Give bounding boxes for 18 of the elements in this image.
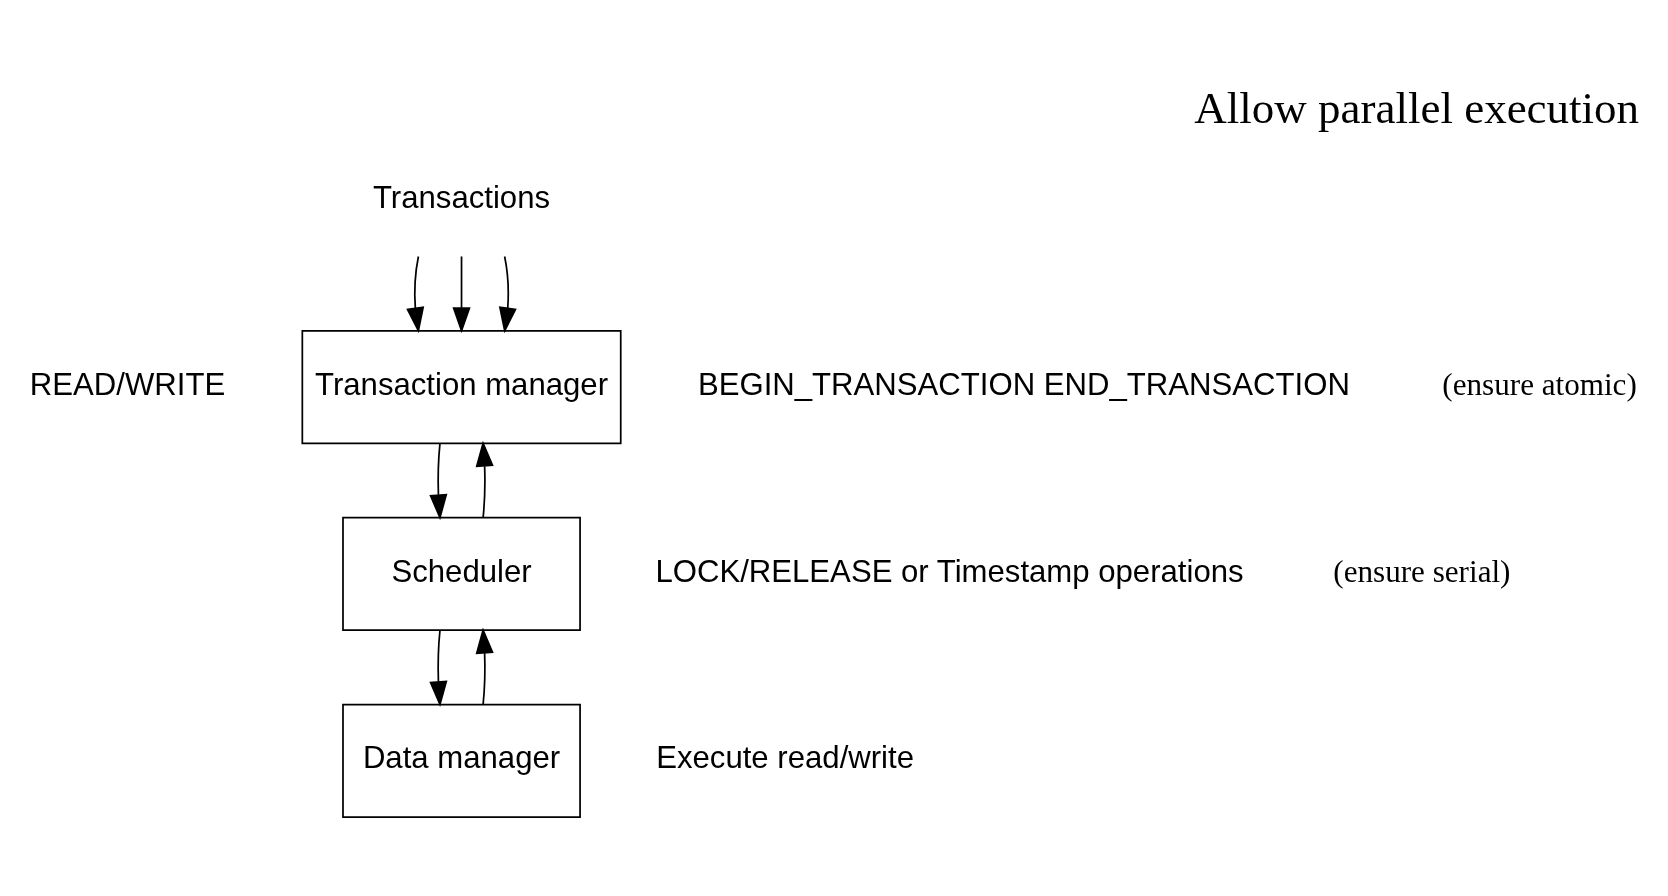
arrow (475, 440, 494, 518)
arrow (475, 627, 494, 705)
label: (ensure serial) (1333, 553, 1511, 589)
label: (ensure atomic) (1442, 366, 1637, 402)
node-box: Transaction manager (301, 329, 622, 444)
node-box: Data manager (342, 703, 581, 818)
label: READ/WRITE (29, 366, 226, 402)
node-box: Scheduler (342, 516, 581, 631)
arrow (406, 255, 425, 333)
arrow (452, 255, 471, 333)
node-text: Transactions (373, 179, 551, 215)
label: BEGIN_TRANSACTION END_TRANSACTION (697, 366, 1350, 402)
arrow (498, 255, 517, 333)
label: LOCK/RELEASE or Timestamp operations (655, 553, 1244, 589)
diagram-title: Allow parallel execution (1194, 82, 1640, 133)
arrow (429, 628, 448, 707)
arrow (429, 441, 448, 520)
label: Execute read/write (656, 739, 915, 775)
